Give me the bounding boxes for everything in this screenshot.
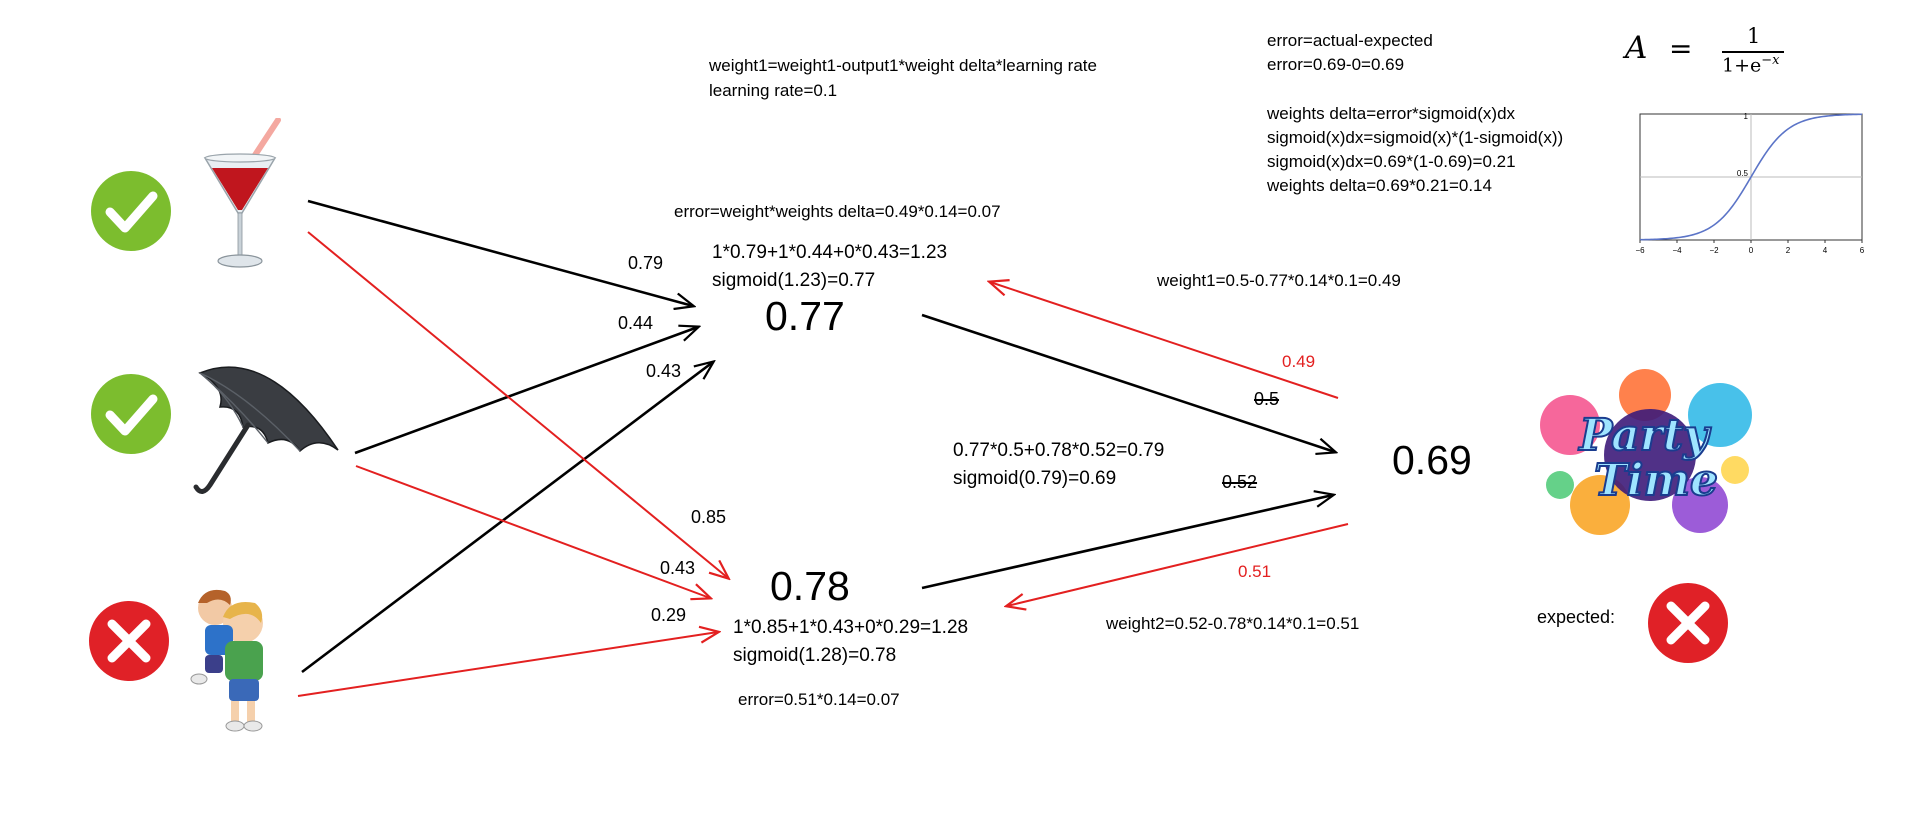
x-tick-label: −4 (1672, 246, 1682, 255)
edge-cocktail-to-hidden2 (307, 231, 728, 578)
check-icon (91, 171, 171, 251)
hidden1-error: error=weight*weights delta=0.49*0.14=0.0… (674, 202, 1001, 221)
error-line4: sigmoid(x)dx=sigmoid(x)*(1-sigmoid(x)) (1267, 128, 1564, 147)
expected-label: expected: (1537, 607, 1616, 627)
new-weight1: 0.49 (1282, 352, 1316, 371)
error-line2: error=0.69-0=0.69 (1267, 55, 1405, 74)
weight-label: 0.44 (618, 313, 654, 333)
edge-umbrella-to-hidden2 (355, 465, 710, 598)
sigmoid-plot: −6 −4 −2 0 2 4 6 1 0.5 (1635, 112, 1865, 255)
x-tick-label: 4 (1823, 246, 1828, 255)
weight-label: 0.79 (628, 253, 664, 273)
hidden2-error: error=0.51*0.14=0.07 (738, 690, 900, 709)
edge-children-to-hidden1 (301, 362, 713, 674)
update-rule-line1: weight1=weight1-output1*weight delta*lea… (709, 56, 1097, 75)
weight-label: 0.43 (646, 361, 682, 381)
weight2-update: weight2=0.52-0.78*0.14*0.1=0.51 (1106, 614, 1360, 633)
formula-exponent: −x (1761, 53, 1780, 68)
new-weight2: 0.51 (1238, 562, 1272, 581)
edge-umbrella-to-hidden1 (354, 327, 698, 455)
weight1-update: weight1=0.5-0.77*0.14*0.1=0.49 (1157, 271, 1401, 290)
x-tick-label: 6 (1860, 246, 1865, 255)
edge-hidden1-to-output (921, 313, 1335, 452)
check-icon (91, 374, 171, 454)
hidden1-value: 0.77 (765, 293, 845, 339)
cocktail-glass-icon (203, 118, 281, 268)
error-line5: sigmoid(x)dx=0.69*(1-0.69)=0.21 (1267, 152, 1516, 171)
output-sum: 0.77*0.5+0.78*0.52=0.79 (953, 440, 1165, 461)
umbrella-icon (193, 366, 339, 494)
learning-rate: learning rate=0.1 (709, 81, 838, 100)
hidden2-value: 0.78 (770, 563, 850, 609)
hidden1-sum: 1*0.79+1*0.44+0*0.43=1.23 (712, 242, 948, 263)
old-weight2: 0.52 (1222, 472, 1258, 492)
edge-cocktail-to-hidden1 (307, 199, 693, 306)
x-tick-label: −2 (1709, 246, 1719, 255)
party-text: Party (1577, 410, 1712, 461)
x-tick-labels: −6 −4 −2 0 2 4 6 (1635, 240, 1865, 255)
weight-label: 0.29 (651, 605, 687, 625)
edge-children-to-hidden2 (297, 632, 718, 697)
backprop-edge-1 (990, 282, 1339, 399)
formula-equals: = (1669, 32, 1693, 65)
hidden2-sigmoid: sigmoid(1.28)=0.78 (733, 645, 897, 666)
formula-numerator: 1 (1747, 24, 1761, 48)
formula-lhs: A (1625, 30, 1648, 66)
old-weight1: 0.5 (1254, 389, 1280, 409)
backprop-edge-2 (1007, 523, 1349, 606)
output-sigmoid: sigmoid(0.79)=0.69 (953, 468, 1117, 489)
formula-denominator: 1+e−x (1722, 53, 1780, 77)
weight-label: 0.85 (691, 507, 727, 527)
formula-denominator-base: 1+e (1722, 54, 1762, 77)
x-tick-label: −6 (1635, 246, 1645, 255)
error-line3: weights delta=error*sigmoid(x)dx (1267, 104, 1516, 123)
party-time-logo: Party Time (1540, 369, 1752, 535)
x-tick-label: 0 (1749, 246, 1754, 255)
error-line6: weights delta=0.69*0.21=0.14 (1267, 176, 1492, 195)
hidden2-sum: 1*0.85+1*0.43+0*0.29=1.28 (733, 617, 969, 638)
output-value: 0.69 (1392, 437, 1472, 483)
children-icon (190, 589, 263, 732)
x-tick-label: 2 (1786, 246, 1791, 255)
y-tick-0.5: 0.5 (1737, 169, 1749, 178)
error-line1: error=actual-expected (1267, 31, 1433, 50)
cross-icon (89, 601, 169, 681)
weight-label: 0.43 (660, 558, 696, 578)
cross-icon (1648, 583, 1728, 663)
edge-hidden2-to-output (921, 495, 1333, 590)
sigmoid-curve (1639, 113, 1863, 241)
time-text: Time (1594, 455, 1718, 506)
y-tick-1: 1 (1744, 112, 1749, 121)
hidden1-sigmoid: sigmoid(1.23)=0.77 (712, 270, 876, 291)
formula-fraction-bar (1722, 51, 1784, 53)
